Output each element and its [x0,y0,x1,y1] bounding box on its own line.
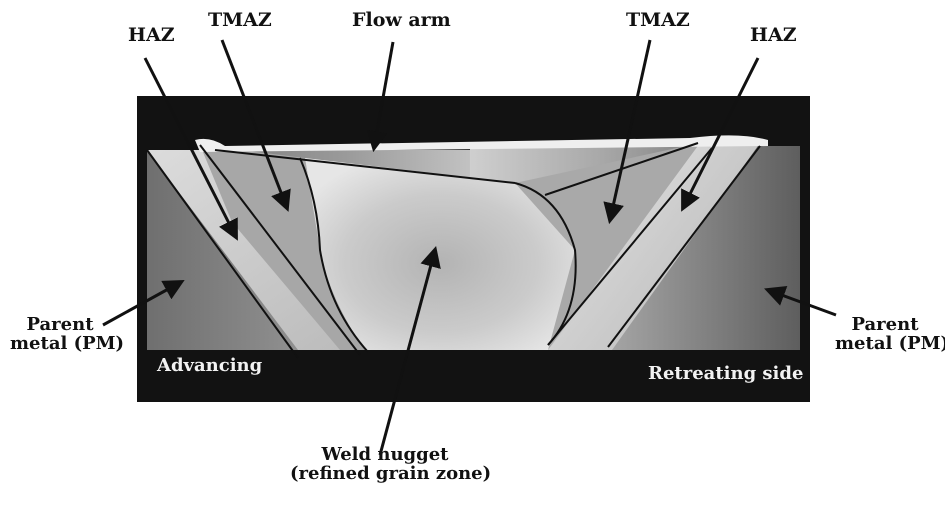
label-flow-arm: Flow arm [352,11,451,31]
label-parent-metal-right: Parent metal (PM) [835,316,935,354]
label-parent-metal-left: Parent metal (PM) [10,316,110,354]
label-haz-right: HAZ [750,26,797,46]
label-weld-nugget: Weld nugget (refined grain zone) [290,446,480,484]
label-haz-left: HAZ [128,26,175,46]
label-parent-metal-right-line2: metal (PM) [835,335,935,354]
label-weld-nugget-line2: (refined grain zone) [290,465,480,484]
label-retreating-side: Retreating side [648,365,803,384]
label-advancing-side: Advancing [157,357,262,376]
label-tmaz-left: TMAZ [208,11,272,31]
label-parent-metal-left-line2: metal (PM) [10,335,110,354]
label-tmaz-right: TMAZ [626,11,690,31]
